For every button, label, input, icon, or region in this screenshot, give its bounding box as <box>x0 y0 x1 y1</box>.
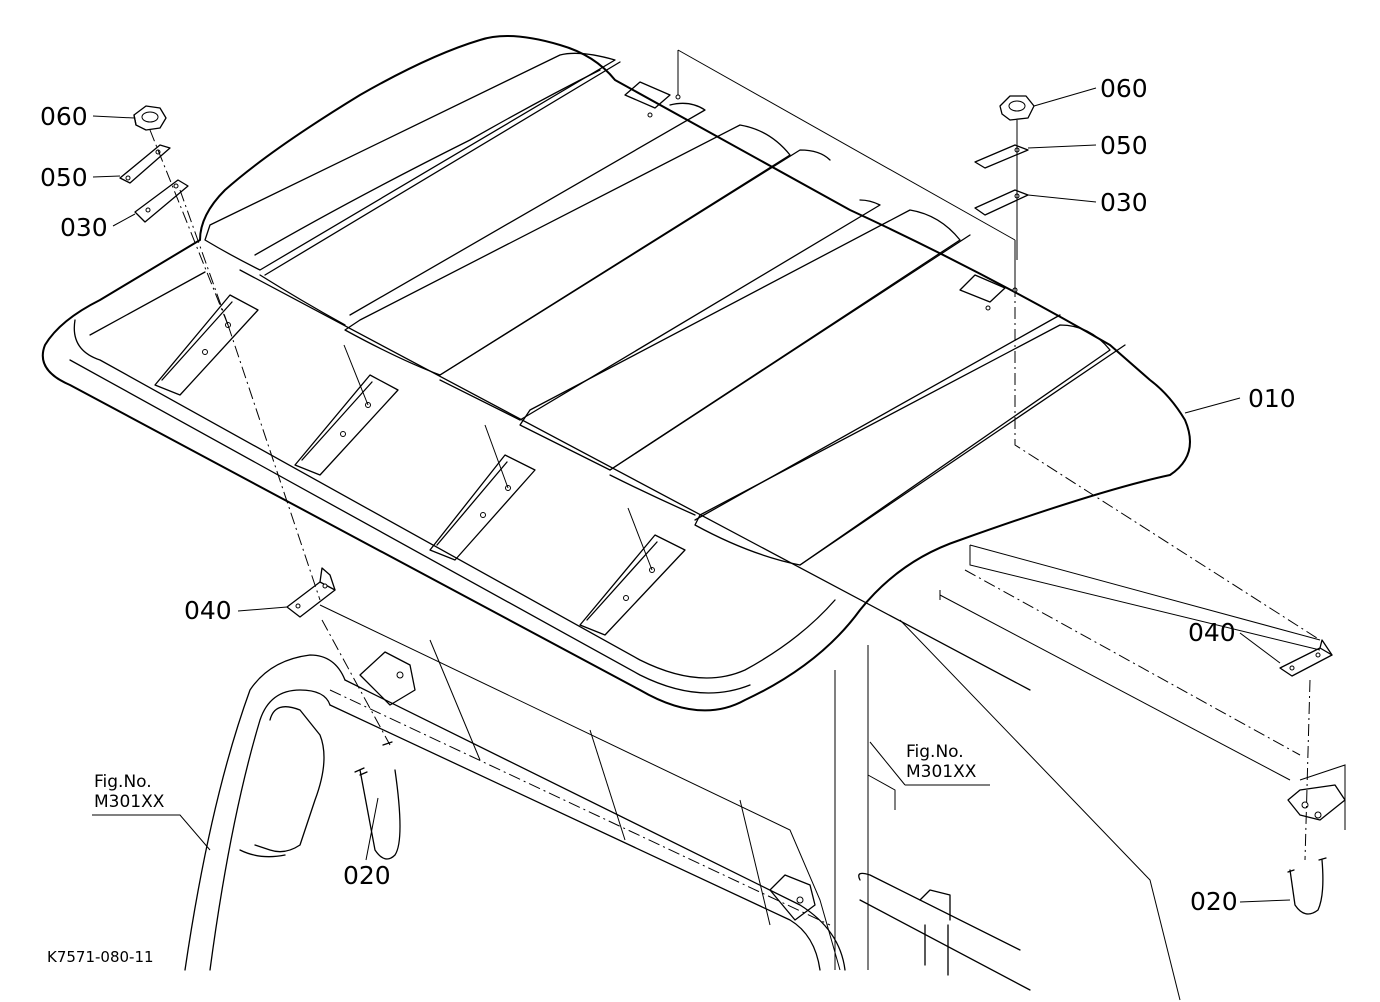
label-020-right: 020 <box>1190 887 1238 916</box>
plate-030-right <box>974 189 1029 216</box>
fig-ref-left: Fig.No. M301XX <box>94 772 165 812</box>
label-060-right: 060 <box>1100 74 1148 103</box>
roof-panel <box>41 35 1191 712</box>
bracket-040-right <box>1279 639 1333 677</box>
label-040-left: 040 <box>184 596 232 625</box>
label-030-right: 030 <box>1100 188 1148 217</box>
fig-ref-center: Fig.No. M301XX <box>906 742 977 782</box>
label-060-left: 060 <box>40 102 88 131</box>
rops-frame <box>184 651 846 971</box>
fig-ref-left-line1: Fig.No. <box>94 772 152 792</box>
leader-lines <box>92 87 1291 903</box>
label-010: 010 <box>1248 384 1296 413</box>
fig-ref-center-line2: M301XX <box>906 761 977 782</box>
plate-050-right <box>974 144 1029 169</box>
cab-frame-lines <box>319 49 1346 1001</box>
plate-050-left <box>119 144 171 184</box>
bracket-040-left <box>286 567 336 618</box>
fig-ref-left-line2: M301XX <box>94 791 165 812</box>
label-040-right: 040 <box>1188 618 1236 647</box>
label-050-left: 050 <box>40 163 88 192</box>
assembly-lines <box>149 120 1321 861</box>
plate-030-left <box>134 179 189 223</box>
drawing-code: K7571-080-11 <box>47 948 154 966</box>
nut-060-right <box>999 95 1035 121</box>
nut-060-left <box>133 105 167 131</box>
label-020-left: 020 <box>343 861 391 890</box>
fig-ref-center-line1: Fig.No. <box>906 742 964 762</box>
label-050-right: 050 <box>1100 131 1148 160</box>
label-030-left: 030 <box>60 213 108 242</box>
u-bolt-020-left <box>354 741 401 860</box>
u-bolt-020-right <box>1287 857 1327 915</box>
